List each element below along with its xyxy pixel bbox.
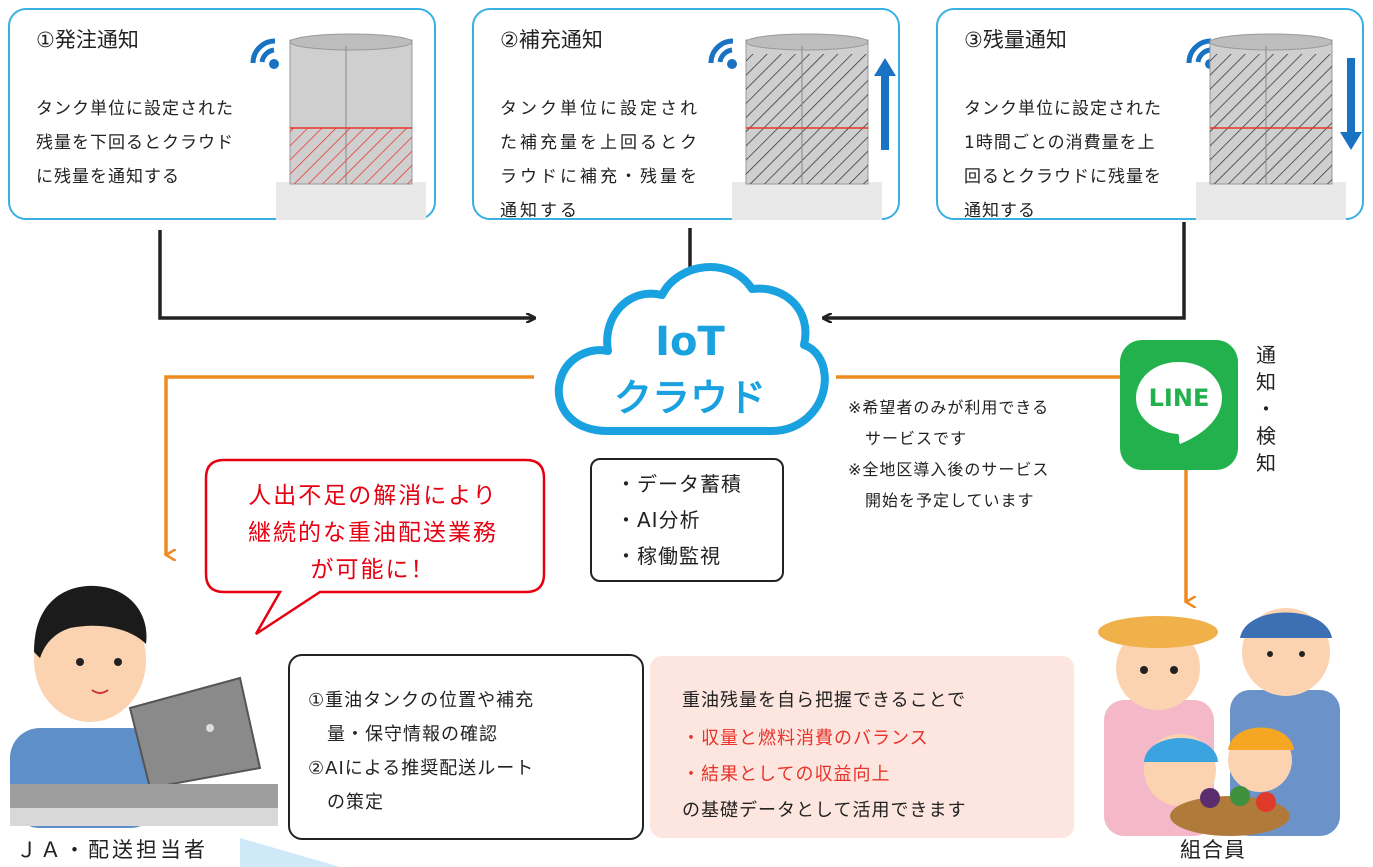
notify-detect-label: 通 知 ・ 検 知 <box>1256 343 1276 475</box>
benefit-item: ・結果としての収益向上 <box>682 764 891 785</box>
tank-image-low <box>276 33 426 220</box>
card-title: ②補充通知 <box>500 28 603 52</box>
staff-illustration <box>10 585 278 828</box>
wifi-icon <box>708 38 737 69</box>
feature-item: ・AI分析 <box>616 508 701 532</box>
cloud-features: ・データ蓄積 ・AI分析 ・稼働監視 <box>590 458 784 582</box>
staff-caption: ＪＡ・配送担当者 <box>16 838 208 862</box>
cloud-title-iot: IoT <box>655 319 725 365</box>
tank-image-full <box>732 33 882 220</box>
tank-image-consumption <box>1196 33 1346 220</box>
card-order-notice: ①発注通知 タンク単位に設定された 残量を下回るとクラウド に残量を通知する <box>8 8 436 220</box>
line-app-icon <box>1120 340 1238 470</box>
card-title: ①発注通知 <box>36 28 139 52</box>
speech-bubble <box>204 458 546 636</box>
speech-text: 人出不足の解消により 継続的な重油配送業務 が可能に！ <box>248 483 498 583</box>
card-body: タンク単位に設定された 残量を下回るとクラウド に残量を通知する <box>36 99 234 187</box>
members-illustration <box>1098 608 1340 836</box>
benefit-item: ・収量と燃料消費のバランス <box>682 728 929 749</box>
arrow-down-icon <box>1340 58 1362 150</box>
pointer-decoration <box>240 838 340 867</box>
wifi-icon <box>250 38 279 69</box>
member-benefits: 重油残量を自ら把握できることで ・収量と燃料消費のバランス ・結果としての収益向… <box>650 656 1074 838</box>
card-remaining-notice: ③残量通知 タンク単位に設定された 1時間ごとの消費量を上 回るとクラウドに残量… <box>936 8 1364 221</box>
feature-item: ・稼働監視 <box>616 544 721 568</box>
arrow-cloud-to-staff <box>166 375 534 555</box>
benefit-intro: 重油残量を自ら把握できることで <box>682 690 967 711</box>
feature-item: ・データ蓄積 <box>616 472 742 496</box>
staff-tasks: ①重油タンクの位置や補充 量・保守情報の確認 ②AIによる推奨配送ルート の策定 <box>288 654 644 840</box>
benefit-outro: の基礎データとして活用できます <box>682 800 967 821</box>
cloud-title-cloud: クラウド <box>613 376 766 420</box>
card-body: タンク単位に設定された 1時間ごとの消費量を上 回るとクラウドに残量を 通知する <box>964 99 1162 221</box>
arrow-up-icon <box>874 58 896 150</box>
arrow-card1-to-cloud <box>158 230 534 318</box>
task-list: ①重油タンクの位置や補充 量・保守情報の確認 ②AIによる推奨配送ルート の策定 <box>308 690 535 813</box>
card-title: ③残量通知 <box>964 28 1067 52</box>
cloud-icon <box>554 263 829 435</box>
members-caption: 組合員 <box>1180 838 1246 862</box>
card-body: タンク単位に設定され た補充量を上回るとク ラウドに補充・残量を 通知する <box>500 99 700 221</box>
card-refill-notice: ②補充通知 タンク単位に設定され た補充量を上回るとク ラウドに補充・残量を 通… <box>472 8 900 221</box>
service-notes: ※希望者のみが利用できる サービスです ※全地区導入後のサービス 開始を予定して… <box>848 398 1050 510</box>
iot-cloud: IoT クラウド <box>550 245 830 450</box>
arrow-card3-to-cloud <box>824 222 1186 318</box>
line-logo-text: LINE <box>1148 384 1210 412</box>
